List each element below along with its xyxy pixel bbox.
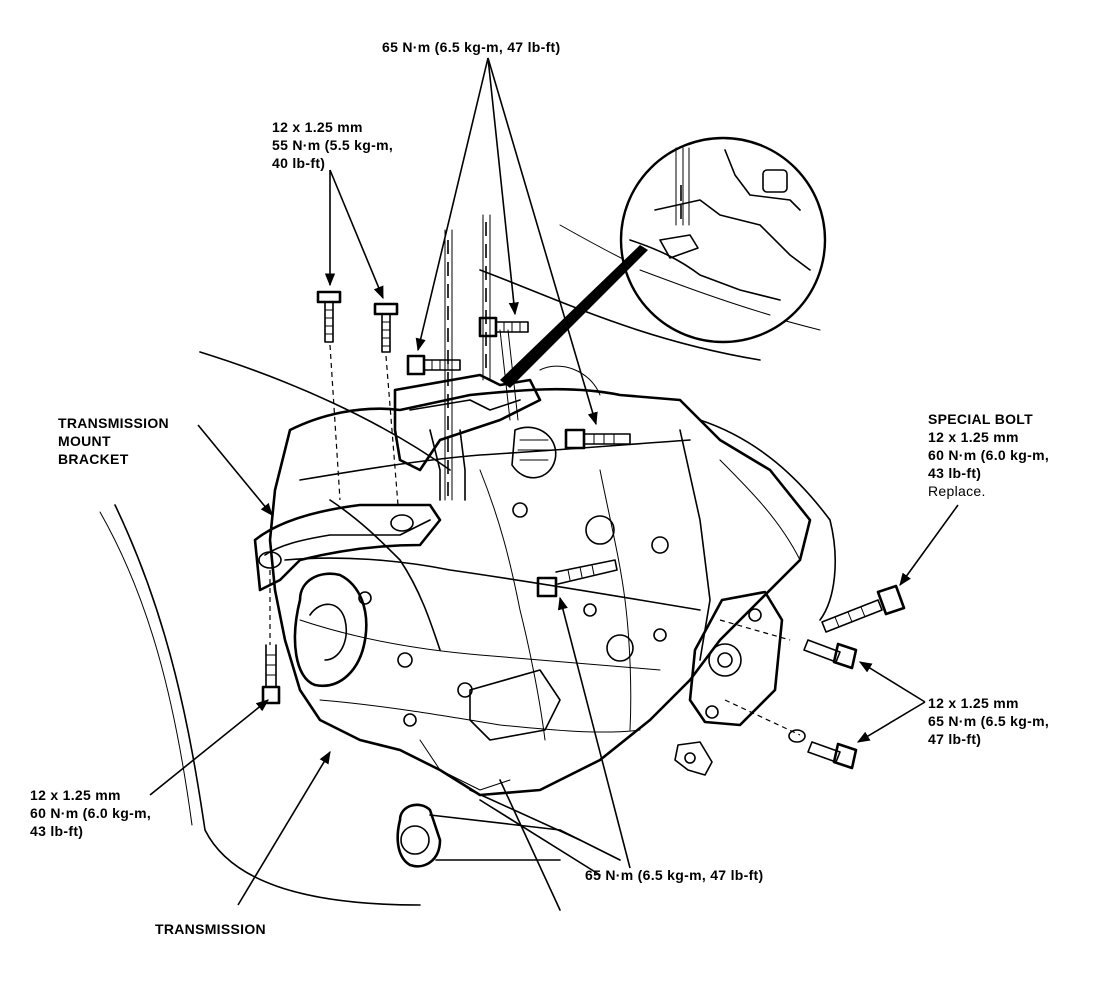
right-bolts-lbft: 47 lb-ft) xyxy=(928,731,982,747)
mount-bolts-label: 12 x 1.25 mm 55 N·m (5.5 kg-m, 40 lb-ft) xyxy=(272,118,393,172)
special-bolt-lbft: 43 lb-ft) xyxy=(928,465,982,481)
bottom-torque-label: 65 N·m (6.5 kg-m, 47 lb-ft) xyxy=(585,866,763,884)
special-bolt xyxy=(821,584,906,633)
left-bolt-lbft: 43 lb-ft) xyxy=(30,823,84,839)
special-bolt-size: 12 x 1.25 mm xyxy=(928,429,1019,445)
mount-bolts-lbft: 40 lb-ft) xyxy=(272,155,326,171)
mount-bracket-line-3: BRACKET xyxy=(58,451,129,467)
transmission-text: TRANSMISSION xyxy=(155,921,266,937)
left-bolt-torque: 60 N·m (6.0 kg-m, xyxy=(30,805,152,821)
mount-bolts-size: 12 x 1.25 mm xyxy=(272,119,363,135)
mount-bracket xyxy=(253,373,557,592)
special-bolt-label: SPECIAL BOLT 12 x 1.25 mm 60 N·m (6.0 kg… xyxy=(928,410,1049,500)
left-bolt-label: 12 x 1.25 mm 60 N·m (6.0 kg-m, 43 lb-ft) xyxy=(30,786,151,840)
side-mount-bracket xyxy=(674,590,784,776)
center-bolt xyxy=(536,559,618,598)
mount-bracket-line-2: MOUNT xyxy=(58,433,111,449)
left-bolt-size: 12 x 1.25 mm xyxy=(30,787,121,803)
mount-bracket-label: TRANSMISSION MOUNT BRACKET xyxy=(58,414,169,468)
special-bolt-title: SPECIAL BOLT xyxy=(928,411,1033,427)
transmission-label: TRANSMISSION xyxy=(155,920,266,938)
lifting-chains xyxy=(444,214,601,501)
right-bolts-size: 12 x 1.25 mm xyxy=(928,695,1019,711)
bottom-torque-text: 65 N·m (6.5 kg-m, 47 lb-ft) xyxy=(585,867,764,883)
right-bolt-lower xyxy=(788,729,858,770)
transmission-case xyxy=(268,387,812,797)
right-bolts-torque: 65 N·m (6.5 kg-m, xyxy=(928,713,1050,729)
chain-bolt-3 xyxy=(564,428,631,450)
right-bolt-upper xyxy=(803,639,858,670)
alignment-lines xyxy=(269,344,801,736)
mount-bracket-line-1: TRANSMISSION xyxy=(58,415,169,431)
chain-bolt-2 xyxy=(478,316,529,338)
mount-bolt-left xyxy=(316,290,342,343)
detail-inset xyxy=(500,136,827,388)
mount-bolt-right xyxy=(373,302,399,353)
special-bolt-torque: 60 N·m (6.0 kg-m, xyxy=(928,447,1050,463)
right-bolts-label: 12 x 1.25 mm 65 N·m (6.5 kg-m, 47 lb-ft) xyxy=(928,694,1049,748)
top-torque-text: 65 N·m (6.5 kg-m, 47 lb-ft) xyxy=(382,39,561,55)
chain-bolt-1 xyxy=(406,354,461,376)
special-bolt-replace: Replace. xyxy=(928,483,986,499)
left-bolt xyxy=(261,644,281,705)
floor-jack xyxy=(396,779,621,911)
mount-bolts-torque: 55 N·m (5.5 kg-m, xyxy=(272,137,394,153)
top-torque-label: 65 N·m (6.5 kg-m, 47 lb-ft) xyxy=(382,38,560,56)
leader-lines xyxy=(149,57,959,906)
